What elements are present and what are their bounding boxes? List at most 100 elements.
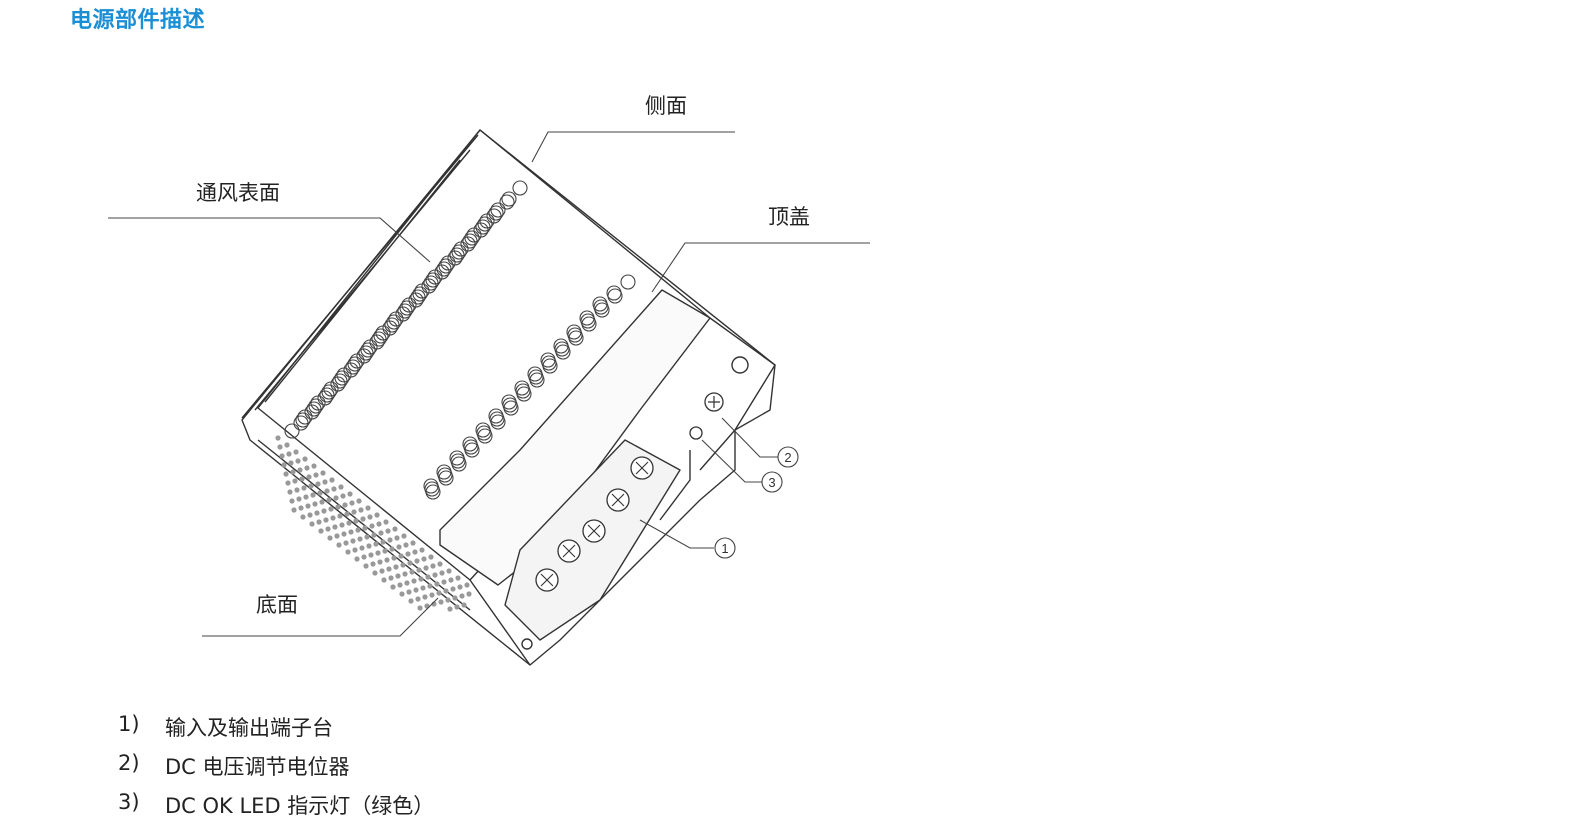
vent-hole (293, 415, 309, 431)
vent-hole (395, 306, 411, 322)
mesh-hole (329, 477, 335, 483)
list-text: DC OK LED 指示灯（绿色） (165, 794, 435, 818)
mesh-hole (445, 597, 451, 603)
mesh-hole (466, 591, 472, 597)
vent-hole (542, 358, 558, 374)
marker-2: 2 (784, 450, 791, 465)
mesh-hole (325, 526, 331, 532)
mesh-hole (289, 498, 295, 504)
mesh-hole (355, 527, 361, 533)
vent-hole (462, 233, 478, 249)
mesh-hole (376, 521, 382, 527)
mesh-hole (383, 519, 389, 525)
mesh-hole (305, 503, 311, 509)
mesh-hole (297, 467, 303, 473)
marker-circle-1 (714, 537, 736, 559)
mesh-hole (283, 471, 289, 477)
mesh-hole (319, 499, 325, 505)
vent-hole (284, 423, 300, 439)
mesh-hole (461, 602, 467, 608)
mesh-hole (337, 513, 343, 519)
vent-hole (620, 274, 636, 290)
mesh-hole (287, 489, 293, 495)
dc-ok-led (689, 426, 703, 440)
callout-vent: 通风表面 (196, 181, 280, 205)
mesh-hole (390, 584, 396, 590)
mesh-hole (362, 525, 368, 531)
mesh-hole (410, 540, 416, 546)
mesh-hole (423, 565, 429, 571)
base-plate (257, 439, 531, 666)
mesh-hole (405, 551, 411, 557)
vent-hole (408, 292, 424, 308)
mesh-hole (357, 536, 363, 542)
vent-hole (488, 205, 504, 221)
vent-hole (343, 362, 359, 378)
mesh-hole (420, 585, 426, 591)
vent-hole (607, 288, 623, 304)
mesh-hole (430, 563, 436, 569)
mesh-hole (361, 554, 367, 560)
mesh-hole (438, 599, 444, 605)
mesh-hole (399, 591, 405, 597)
mesh-hole (374, 512, 380, 518)
mesh-hole (459, 593, 465, 599)
vent-hole (438, 470, 454, 486)
vent-hole (371, 331, 387, 347)
mesh-hole (334, 533, 340, 539)
mesh-hole (380, 539, 386, 545)
mesh-hole (336, 542, 342, 548)
mesh-hole (341, 531, 347, 537)
mesh-hole (414, 558, 420, 564)
vent-hole (304, 404, 320, 420)
leader-3 (701, 439, 762, 483)
mesh-hole (343, 540, 349, 546)
vent-hole (594, 302, 610, 318)
mesh-hole (290, 469, 296, 475)
vent-hole (447, 250, 463, 266)
list-number: 2) (118, 751, 140, 775)
mesh-hole (316, 519, 322, 525)
mesh-hole (311, 463, 317, 469)
vent-hole (473, 222, 489, 238)
mesh-hole (347, 491, 353, 497)
vent-hole (475, 219, 491, 235)
mesh-hole (303, 494, 309, 500)
mesh-hole (408, 598, 414, 604)
mesh-hole (439, 570, 445, 576)
mesh-hole (332, 524, 338, 530)
mesh-hole (422, 594, 428, 600)
vent-hole (581, 316, 597, 332)
mesh-hole (401, 533, 407, 539)
mesh-hole (389, 546, 395, 552)
mesh-hole (339, 522, 345, 528)
list-item: 1) 输入及输出端子台 (118, 712, 434, 751)
mesh-hole (443, 588, 449, 594)
mesh-hole (335, 504, 341, 510)
mesh-hole (307, 512, 313, 518)
mesh-hole (384, 557, 390, 563)
vent-hole (490, 414, 506, 430)
mesh-hole (429, 592, 435, 598)
mesh-hole (441, 579, 447, 585)
mesh-hole (291, 507, 297, 513)
mesh-hole (418, 576, 424, 582)
mesh-hole (292, 478, 298, 484)
section-title: 电源部件描述 (70, 8, 206, 33)
callout-side: 侧面 (645, 94, 687, 118)
mesh-hole (367, 514, 373, 520)
mesh-hole (402, 571, 408, 577)
mesh-hole (446, 568, 452, 574)
mesh-hole (318, 528, 324, 534)
component-list: 1) 输入及输出端子台 2) DC 电压调节电位器 3) DC OK LED 指… (118, 712, 434, 829)
mesh-hole (387, 537, 393, 543)
leader-bottom (202, 597, 439, 637)
mesh-hole (388, 575, 394, 581)
mesh-hole (314, 510, 320, 516)
mesh-hole (310, 492, 316, 498)
mesh-hole (421, 556, 427, 562)
mesh-hole (295, 458, 301, 464)
mesh-hole (371, 532, 377, 538)
mesh-hole (372, 570, 378, 576)
